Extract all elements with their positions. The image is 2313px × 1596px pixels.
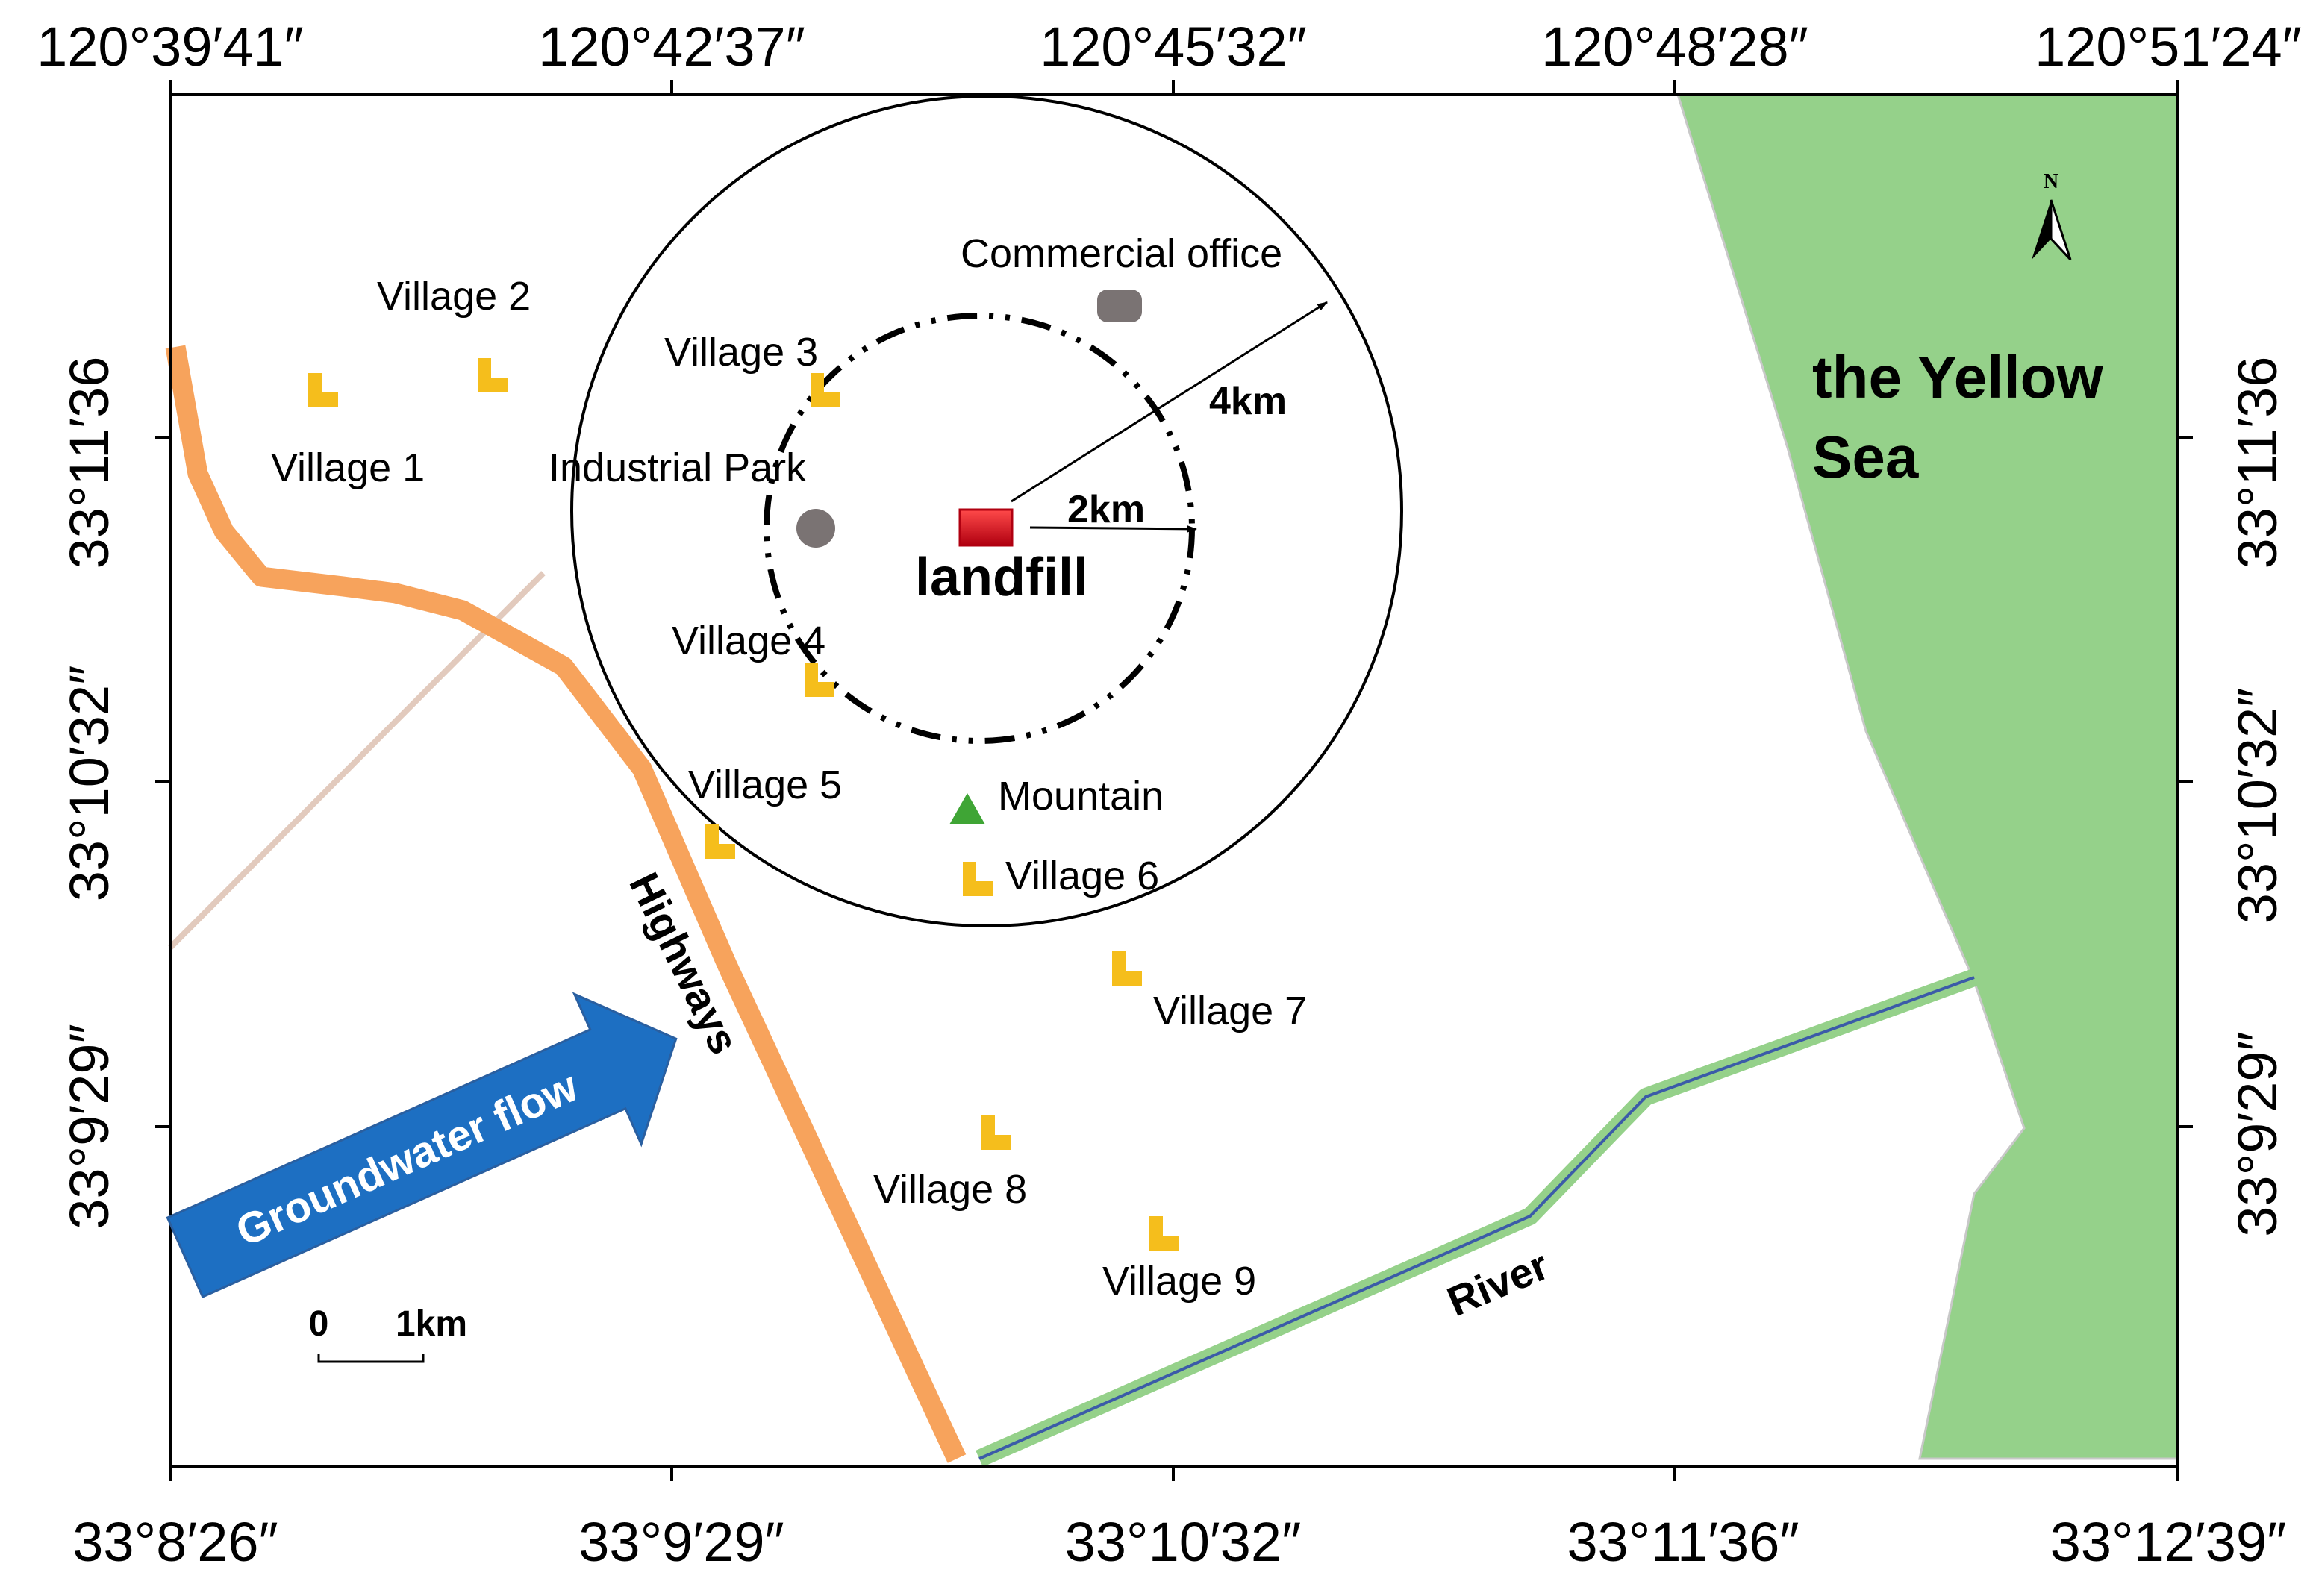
scale-end-label: 1km — [396, 1304, 467, 1344]
scale-bar: 0 1km — [309, 1304, 467, 1363]
commercial-office-label: Commercial office — [961, 231, 1282, 276]
groundwater-flow-arrow: Groundwater flow — [166, 992, 678, 1298]
village-3-marker — [811, 373, 840, 407]
right-lat-label-2: 33°10′32″ — [2226, 688, 2288, 924]
village-3-label: Village 3 — [664, 330, 818, 375]
bottom-label-4: 33°11′36″ — [1567, 1511, 1799, 1573]
village-9-marker — [1149, 1216, 1179, 1251]
north-arrow-icon — [2032, 200, 2051, 260]
industrial-park-label: Industrial Park — [549, 445, 807, 490]
bottom-label-5: 33°12′39″ — [2050, 1511, 2287, 1573]
village-6-marker — [963, 862, 993, 896]
village-5-label: Village 5 — [688, 763, 842, 807]
bottom-label-3: 33°10′32″ — [1065, 1511, 1302, 1573]
scale-start-label: 0 — [309, 1304, 329, 1344]
village-1-label: Village 1 — [271, 445, 425, 490]
village-2-label: Village 2 — [377, 274, 531, 319]
commercial-office-marker — [1097, 290, 1142, 322]
right-lat-label-1: 33°11′36 — [2226, 357, 2288, 569]
ring-4km — [570, 95, 1403, 927]
sea-label-line-1: the Yellow — [1812, 344, 2104, 410]
radius-arrow-4km — [1011, 301, 1328, 503]
village-4-label: Village 4 — [672, 619, 825, 663]
north-arrow: N — [2032, 170, 2072, 261]
left-lat-label-1: 33°11′36 — [58, 357, 120, 569]
top-lon-label-3: 120°45′32″ — [1040, 16, 1307, 78]
industrial-park-marker — [796, 509, 835, 548]
north-label: N — [2044, 170, 2058, 193]
bottom-label-1: 33°8′26″ — [72, 1511, 278, 1573]
river-line — [978, 976, 1975, 1460]
village-4-marker — [805, 663, 834, 697]
village-6-label: Village 6 — [1005, 854, 1159, 898]
radius-arrow-2km — [1029, 525, 1197, 533]
highway-line — [165, 345, 967, 1463]
top-lon-label-4: 120°48′28″ — [1541, 16, 1808, 78]
village-7-label: Village 7 — [1153, 989, 1307, 1033]
groundwater-flow-label: Groundwater flow — [229, 1062, 586, 1256]
village-8-marker — [981, 1115, 1011, 1150]
mountain-label: Mountain — [998, 774, 1164, 819]
village-1-marker — [308, 373, 338, 407]
village-5-marker — [705, 824, 735, 859]
village-7-marker — [1112, 951, 1142, 986]
village-2-marker — [478, 358, 508, 392]
village-8-label: Village 8 — [873, 1167, 1027, 1212]
minor-road — [168, 571, 546, 950]
bottom-label-2: 33°9′29″ — [578, 1511, 784, 1573]
left-lat-label-3: 33°9′29″ — [58, 1024, 120, 1229]
landfill-label: landfill — [915, 548, 1088, 607]
village-9-label: Village 9 — [1102, 1259, 1256, 1304]
ring-label-2km: 2km — [1067, 488, 1145, 531]
top-lon-label-2: 120°42′37″ — [538, 16, 805, 78]
yellow-sea-area — [1676, 93, 2179, 1460]
top-lon-label-5: 120°51′24″ — [2035, 16, 2302, 78]
right-lat-label-3: 33°9′29″ — [2226, 1031, 2288, 1236]
top-lon-label-1: 120°39′41″ — [37, 16, 304, 78]
ring-label-4km: 4km — [1209, 380, 1287, 423]
mountain-marker — [949, 793, 985, 824]
river-band — [976, 968, 1978, 1467]
frame-ticks — [155, 80, 2193, 1481]
left-lat-label-2: 33°10′32″ — [58, 666, 120, 902]
landfill-marker — [958, 508, 1014, 547]
sea-label-line-2: Sea — [1812, 424, 1919, 490]
